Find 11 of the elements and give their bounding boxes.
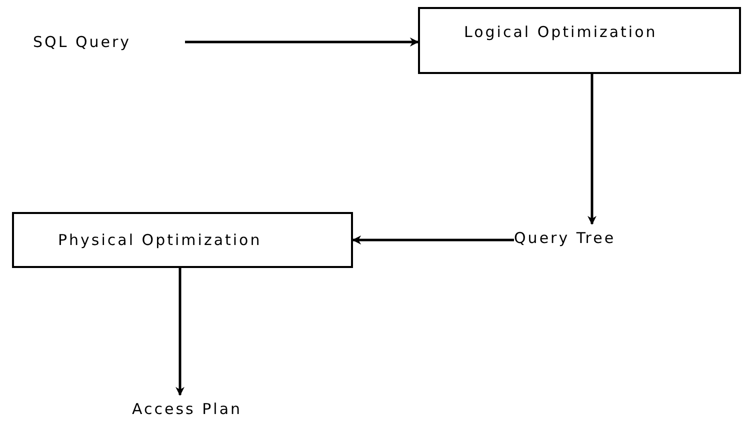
arrow [176, 268, 184, 396]
text-label: SQL Query [33, 28, 185, 56]
arrow [588, 74, 596, 225]
box-label: Logical Optimization [464, 23, 658, 41]
arrow [185, 38, 419, 46]
process-box [12, 212, 353, 268]
text-label: Access Plan [132, 395, 258, 423]
process-box [418, 7, 741, 74]
text-label: Query Tree [514, 224, 680, 252]
arrow [352, 236, 514, 244]
box-label: Physical Optimization [58, 231, 262, 249]
